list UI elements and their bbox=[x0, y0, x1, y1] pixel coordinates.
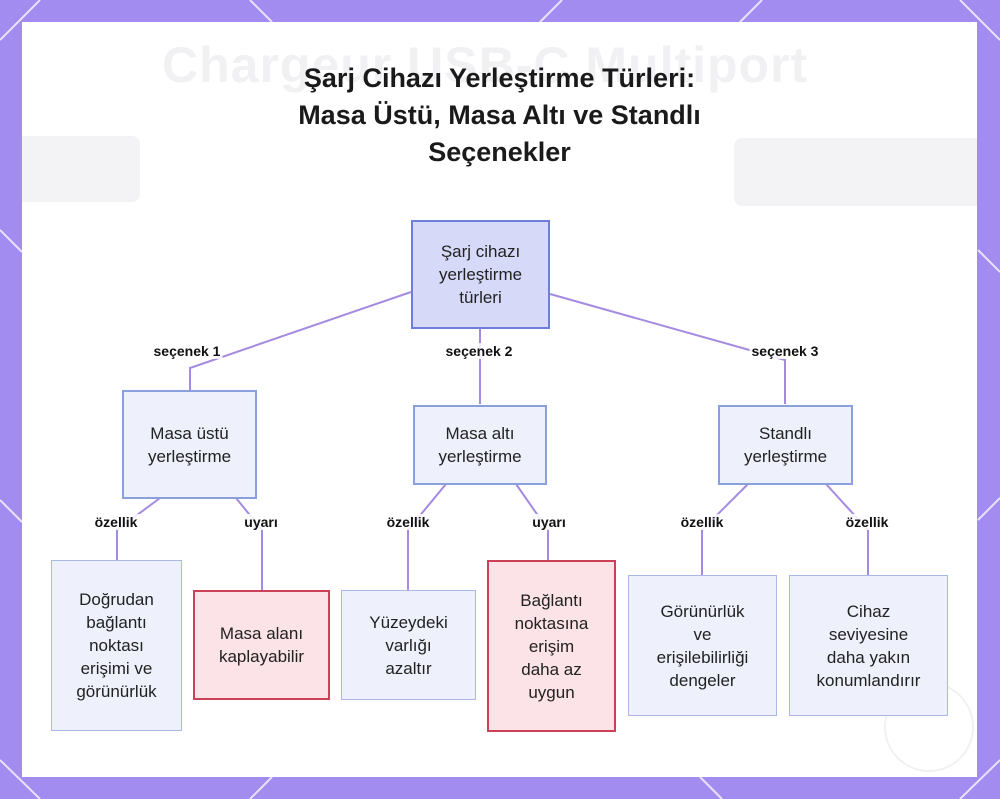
node-under-desk-feature: Yüzeydeki varlığı azaltır bbox=[341, 590, 476, 700]
node-stand-feature-2: Cihaz seviyesine daha yakın konumlandırı… bbox=[789, 575, 948, 716]
node-stand-feature-2-label: Cihaz seviyesine daha yakın konumlandırı… bbox=[816, 601, 921, 690]
node-under-desk-warning: Bağlantı noktasına erişim daha az uygun bbox=[487, 560, 616, 732]
edge-label-desk-top-feature: özellik bbox=[92, 514, 140, 530]
title-line-1: Şarj Cihazı Yerleştirme Türleri: bbox=[303, 63, 696, 93]
edge-under-desk-to-feature bbox=[407, 483, 447, 590]
edge-desk-top-to-warning bbox=[235, 497, 263, 590]
edge-desk-top-to-feature bbox=[116, 497, 161, 560]
edge-stand-to-feature-2 bbox=[825, 483, 869, 575]
edge-label-desk-top-warning: uyarı bbox=[242, 514, 280, 530]
node-stand-placement: Standlı yerleştirme bbox=[718, 405, 853, 485]
node-under-desk-label: Masa altı yerleştirme bbox=[438, 424, 522, 466]
edge-label-stand-feature-1: özellik bbox=[678, 514, 726, 530]
node-desk-top-placement: Masa üstü yerleştirme bbox=[122, 390, 257, 499]
node-stand-label: Standlı yerleştirme bbox=[743, 424, 828, 466]
node-root: Şarj cihazı yerleştirme türleri bbox=[411, 220, 550, 329]
edge-stand-to-feature-1 bbox=[701, 483, 749, 575]
edge-root-to-stand bbox=[549, 293, 786, 404]
node-under-desk-feature-label: Yüzeydeki varlığı azaltır bbox=[369, 612, 448, 678]
diagram-title: Şarj Cihazı Yerleştirme Türleri: Masa Üs… bbox=[22, 60, 977, 171]
edge-under-desk-to-warning bbox=[515, 483, 549, 560]
node-under-desk-placement: Masa altı yerleştirme bbox=[413, 405, 547, 485]
edge-root-to-desk-top bbox=[189, 291, 412, 390]
edge-label-option-1: seçenek 1 bbox=[151, 343, 223, 359]
node-desk-top-feature-label: Doğrudan bağlantı noktası erişimi ve gör… bbox=[76, 590, 157, 701]
edge-label-under-desk-feature: özellik bbox=[384, 514, 432, 530]
edge-label-option-2: seçenek 2 bbox=[443, 343, 515, 359]
edge-label-under-desk-warning: uyarı bbox=[530, 514, 568, 530]
node-stand-feature-1-label: Görünürlük ve erişilebilirliği dengeler bbox=[656, 601, 749, 690]
edge-label-option-3: seçenek 3 bbox=[749, 343, 821, 359]
node-desk-top-label: Masa üstü yerleştirme bbox=[147, 423, 232, 466]
node-desk-top-warning: Masa alanı kaplayabilir bbox=[193, 590, 330, 700]
node-root-label: Şarj cihazı yerleştirme türleri bbox=[438, 242, 523, 307]
node-desk-top-feature: Doğrudan bağlantı noktası erişimi ve gör… bbox=[51, 560, 182, 731]
node-desk-top-warning-label: Masa alanı kaplayabilir bbox=[218, 624, 305, 666]
title-line-3: Seçenekler bbox=[428, 137, 571, 167]
node-under-desk-warning-label: Bağlantı noktasına erişim daha az uygun bbox=[514, 590, 589, 702]
edge-label-stand-feature-2: özellik bbox=[843, 514, 891, 530]
title-line-2: Masa Üstü, Masa Altı ve Standlı bbox=[298, 100, 701, 130]
node-stand-feature-1: Görünürlük ve erişilebilirliği dengeler bbox=[628, 575, 777, 716]
